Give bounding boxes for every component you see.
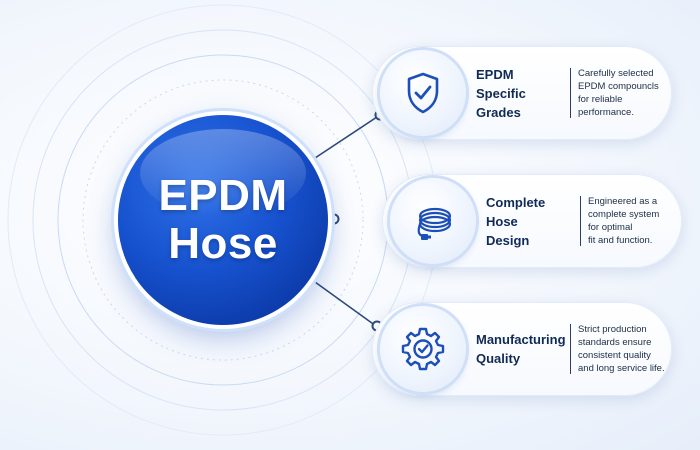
feature-desc-line: EPDM compouncls — [578, 81, 659, 92]
feature-title-line: Grades — [476, 104, 521, 120]
feature-description: Strict production standards ensure consi… — [578, 302, 670, 396]
feature-desc-line: consistent quality — [578, 350, 651, 361]
feature-desc-line: complete system — [588, 209, 660, 220]
coiled-hose-icon — [417, 207, 452, 240]
feature-title-line: Complete — [486, 194, 546, 210]
feature-desc-line: Engineered as a — [588, 196, 658, 207]
feature-card-hose-design: Complete Hose Design Engineered as a com… — [382, 174, 682, 268]
feature-desc-line: and long service life. — [578, 363, 665, 374]
feature-title-line: Manufacturing — [476, 332, 566, 347]
feature-title-line: Hose — [486, 213, 518, 229]
feature-desc-line: Carefully selected — [578, 68, 654, 79]
feature-icon-ring — [380, 50, 466, 136]
feature-card-manufacturing-quality: Manufacturing Quality Strict production … — [372, 302, 672, 396]
feature-desc-line: Strict production — [578, 324, 647, 335]
connector-node-2 — [328, 213, 340, 225]
feature-desc-line: performance. — [578, 107, 634, 118]
shield-check-icon — [407, 72, 439, 114]
hub-title-line-1: EPDM — [158, 171, 288, 220]
hub-gloss — [140, 129, 306, 217]
feature-desc-line: for reliable — [578, 94, 623, 105]
card-divider — [570, 68, 571, 118]
card-divider — [580, 196, 581, 246]
hub-circle: EPDM Hose — [118, 115, 328, 325]
connector-3 — [314, 281, 377, 327]
feature-description: Engineered as a complete system for opti… — [588, 174, 680, 268]
hub-title-line-2: Hose — [168, 219, 278, 268]
feature-title: EPDM Specific Grades — [476, 46, 562, 140]
feature-desc-line: for optimal — [588, 222, 633, 233]
feature-description: Carefully selected EPDM compouncls for r… — [578, 46, 670, 140]
feature-title: Complete Hose Design — [486, 174, 572, 268]
card-divider — [570, 324, 571, 374]
feature-desc-line: standards ensure — [578, 337, 652, 348]
gear-check-icon — [401, 327, 445, 371]
connector-1 — [311, 114, 381, 161]
feature-title-line: Specific — [476, 85, 526, 101]
feature-card-epdm-grades: EPDM Specific Grades Carefully selected … — [372, 46, 672, 140]
feature-title-line: Design — [486, 232, 530, 248]
feature-desc-line: fit and function. — [588, 235, 653, 246]
feature-title: Manufacturing Quality — [476, 302, 566, 396]
feature-title-line: Quality — [476, 351, 521, 366]
feature-icon-ring — [380, 306, 466, 392]
feature-title-line: EPDM — [476, 66, 514, 82]
feature-icon-ring — [390, 178, 476, 264]
